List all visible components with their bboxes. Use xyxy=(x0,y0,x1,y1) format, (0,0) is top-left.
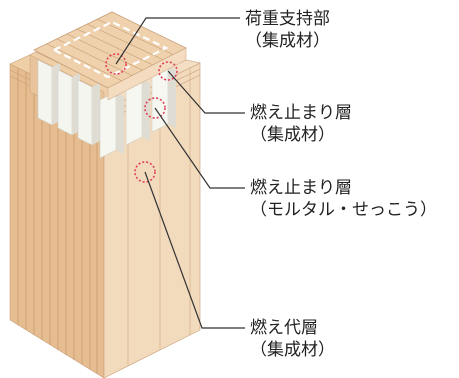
markers xyxy=(105,53,178,183)
label-fire-stop-mortar-title: 燃え止まり層 xyxy=(250,178,352,198)
label-fire-stop-laminated-title: 燃え止まり層 xyxy=(250,103,352,123)
label-load-bearing: 荷重支持部 （集成材） xyxy=(245,8,330,52)
marker-load-bearing xyxy=(105,53,127,75)
leader-lines xyxy=(115,17,245,329)
label-char-layer: 燃え代層 （集成材） xyxy=(250,317,335,361)
leader-fire-stop-laminated xyxy=(167,70,245,114)
label-fire-stop-laminated-sub: （集成材） xyxy=(250,125,335,145)
mortar-gypsum-slabs-right xyxy=(99,65,176,159)
marker-fire-stop-laminated xyxy=(158,61,178,81)
inner-column xyxy=(29,11,187,159)
label-fire-stop-mortar: 燃え止まり層 （モルタル・せっこう） xyxy=(250,177,437,221)
leader-fire-stop-mortar xyxy=(154,107,245,189)
label-char-layer-title: 燃え代層 xyxy=(250,318,318,338)
label-fire-stop-laminated: 燃え止まり層 （集成材） xyxy=(250,102,352,146)
load-bearing-board-lines xyxy=(46,18,177,82)
leader-char-layer xyxy=(144,171,245,329)
label-fire-stop-mortar-sub: （モルタル・せっこう） xyxy=(250,200,437,220)
marker-char-layer xyxy=(134,161,156,183)
load-bearing-right-face xyxy=(107,47,187,101)
label-load-bearing-sub: （集成材） xyxy=(245,31,330,51)
label-char-layer-sub: （集成材） xyxy=(250,340,335,360)
mortar-gypsum-slabs-left xyxy=(37,59,100,146)
marker-fire-stop-mortar xyxy=(144,97,166,119)
leader-load-bearing xyxy=(115,17,240,65)
label-load-bearing-title: 荷重支持部 xyxy=(245,9,330,29)
char-layer-grooves-left xyxy=(17,68,98,373)
load-bearing-core-outline xyxy=(51,20,169,79)
